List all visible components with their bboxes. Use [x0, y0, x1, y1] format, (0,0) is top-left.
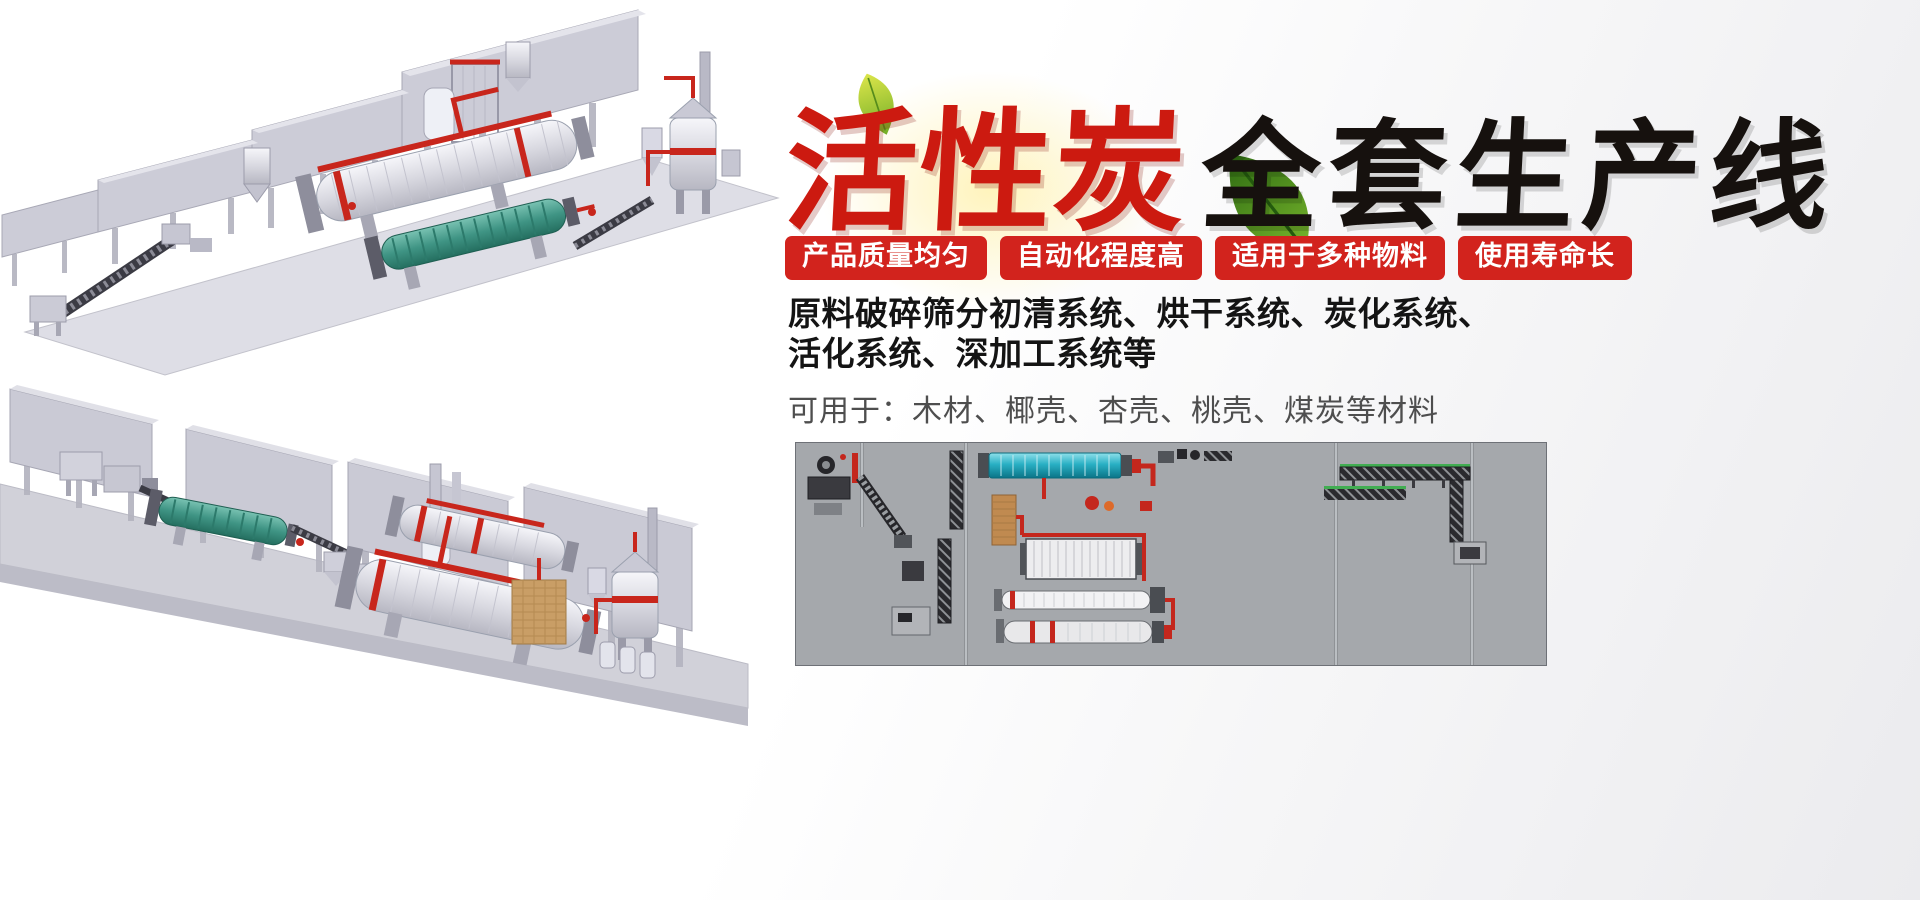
rotary-dryer-drum — [295, 86, 595, 241]
description-block: 原料破碎筛分初清系统、烘干系统、炭化系统、 活化系统、深加工系统等 可用于：木材… — [788, 294, 1492, 430]
furnace-cluster — [587, 507, 660, 679]
screening-drum — [144, 488, 299, 561]
plant-layout-diagram — [807, 443, 1487, 665]
control-box — [902, 561, 924, 581]
elevator-conveyor-2 — [937, 538, 952, 624]
materials-line: 可用于：木材、椰壳、杏壳、桃壳、煤炭等材料 — [788, 394, 1439, 428]
packing-conveyors — [1324, 464, 1487, 565]
production-line-render-top — [1, 9, 780, 376]
rotary-cylinder-2 — [996, 619, 1172, 644]
brick-stack-topview — [991, 494, 1017, 546]
carbonization-drum — [384, 495, 580, 573]
transfer-conveyor — [572, 196, 655, 250]
feed-conveyor — [29, 223, 212, 336]
heat-exchanger — [1016, 515, 1146, 581]
plant-layout-panel — [795, 442, 1547, 666]
title-black-text: 全套生产线 — [1197, 111, 1840, 244]
pump-fittings — [1042, 478, 1152, 511]
discharge-box — [891, 606, 931, 636]
production-line-render-bottom — [0, 385, 749, 726]
small-tank — [243, 147, 271, 203]
badge-row: 产品质量均匀 自动化程度高 适用于多种物料 使用寿命长 — [785, 236, 1632, 280]
elevator-conveyor — [949, 450, 964, 530]
system-line-2: 活化系统、深加工系统等 — [788, 335, 1157, 373]
badge-automation: 自动化程度高 — [1000, 236, 1202, 280]
furnace-cluster — [641, 51, 741, 214]
cyan-drum — [978, 449, 1232, 486]
system-line-1: 原料破碎筛分初清系统、烘干系统、炭化系统、 — [788, 295, 1492, 332]
cooling-drum — [363, 196, 595, 290]
transfer-conveyor — [290, 524, 354, 560]
rotary-cylinder-1 — [994, 587, 1175, 630]
page-title: 活性炭全套生产线 — [781, 66, 1842, 257]
brick-furnace-block — [511, 558, 567, 645]
intake-cluster — [807, 453, 912, 548]
leaf-icon-large — [1229, 153, 1309, 251]
badge-lifespan: 使用寿命长 — [1458, 236, 1632, 280]
badge-materials: 适用于多种物料 — [1215, 236, 1445, 280]
title-red-text: 活性炭 — [781, 99, 1192, 246]
badge-quality: 产品质量均匀 — [785, 236, 987, 280]
